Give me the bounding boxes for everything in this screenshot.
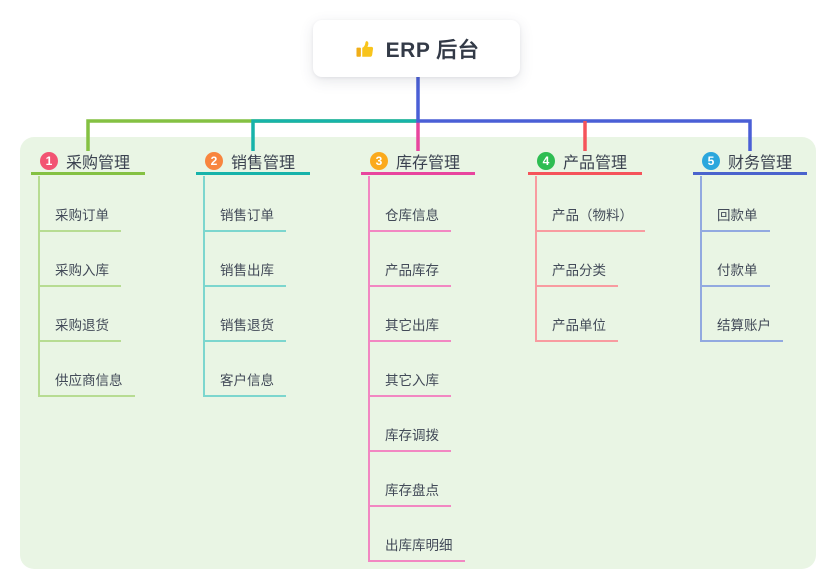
branch-node-5[interactable]: 5 财务管理	[693, 150, 807, 175]
branch-label: 销售管理	[231, 155, 296, 172]
branch-badge-1: 1	[40, 152, 58, 170]
thumbs-up-icon	[354, 38, 376, 60]
child-node[interactable]: 销售出库	[203, 260, 286, 287]
child-node[interactable]: 供应商信息	[38, 370, 135, 397]
child-node[interactable]: 其它出库	[368, 315, 451, 342]
child-node[interactable]: 库存调拨	[368, 425, 451, 452]
child-node[interactable]: 其它入库	[368, 370, 451, 397]
branch-3-child-rail	[368, 176, 370, 562]
branch-label: 产品管理	[563, 155, 628, 172]
branch-label: 库存管理	[396, 155, 461, 172]
branch-node-4[interactable]: 4 产品管理	[528, 150, 642, 175]
child-node[interactable]: 产品单位	[535, 315, 618, 342]
branch-label: 采购管理	[66, 155, 131, 172]
branch-node-2[interactable]: 2 销售管理	[196, 150, 310, 175]
child-node[interactable]: 结算账户	[700, 315, 783, 342]
child-node[interactable]: 回款单	[700, 205, 770, 232]
branch-node-1[interactable]: 1 采购管理	[31, 150, 145, 175]
root-title: ERP 后台	[385, 38, 480, 62]
child-node[interactable]: 采购入库	[38, 260, 121, 287]
child-node[interactable]: 产品分类	[535, 260, 618, 287]
branch-4-child-rail	[535, 176, 537, 342]
child-node[interactable]: 库存盘点	[368, 480, 451, 507]
child-node[interactable]: 出库库明细	[368, 535, 465, 562]
child-node[interactable]: 采购订单	[38, 205, 121, 232]
branch-5-child-rail	[700, 176, 702, 342]
child-node[interactable]: 客户信息	[203, 370, 286, 397]
child-node[interactable]: 产品（物料）	[535, 205, 645, 232]
child-node[interactable]: 销售退货	[203, 315, 286, 342]
branch-node-3[interactable]: 3 库存管理	[361, 150, 475, 175]
branch-badge-2: 2	[205, 152, 223, 170]
root-node[interactable]: ERP 后台	[313, 20, 520, 77]
branch-badge-3: 3	[370, 152, 388, 170]
child-node[interactable]: 产品库存	[368, 260, 451, 287]
child-node[interactable]: 销售订单	[203, 205, 286, 232]
branch-badge-4: 4	[537, 152, 555, 170]
branch-label: 财务管理	[728, 155, 793, 172]
child-node[interactable]: 付款单	[700, 260, 770, 287]
child-node[interactable]: 采购退货	[38, 315, 121, 342]
mindmap-panel	[20, 137, 816, 569]
child-node[interactable]: 仓库信息	[368, 205, 451, 232]
branch-badge-5: 5	[702, 152, 720, 170]
